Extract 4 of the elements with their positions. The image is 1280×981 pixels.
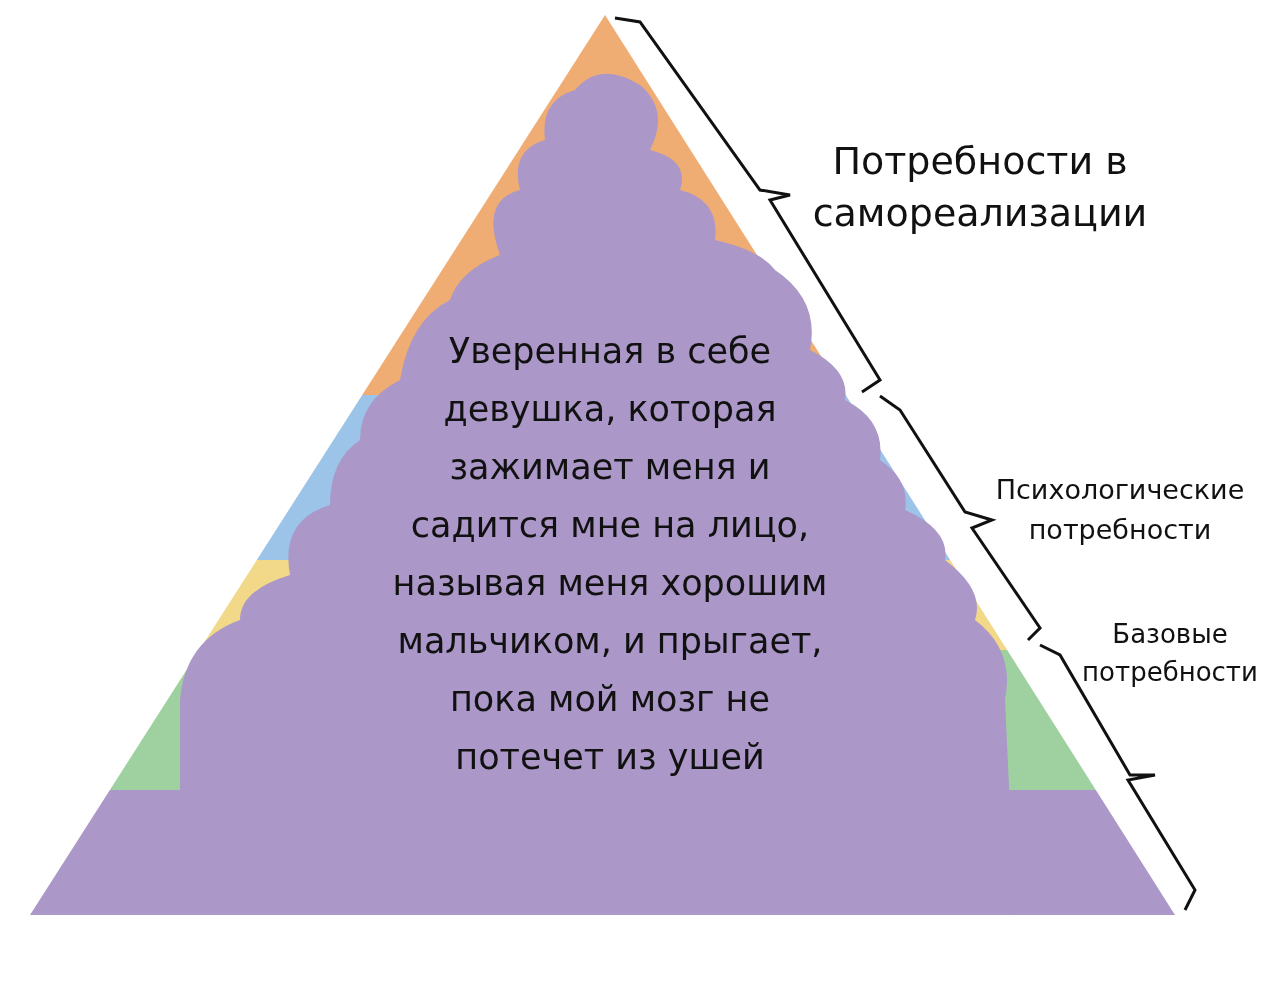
level-label: Потребности в самореализации: [811, 138, 1149, 237]
level-label: Психологические потребности: [994, 473, 1246, 547]
meme-text: Уверенная в себе девушка, которая зажимает меня и садится мне на лицо, называя меня хорошим мальчиком, и прыгает, пока мой мозг не потечет из ушей: [391, 330, 829, 779]
level-label: Базовые потребности: [1081, 618, 1259, 689]
